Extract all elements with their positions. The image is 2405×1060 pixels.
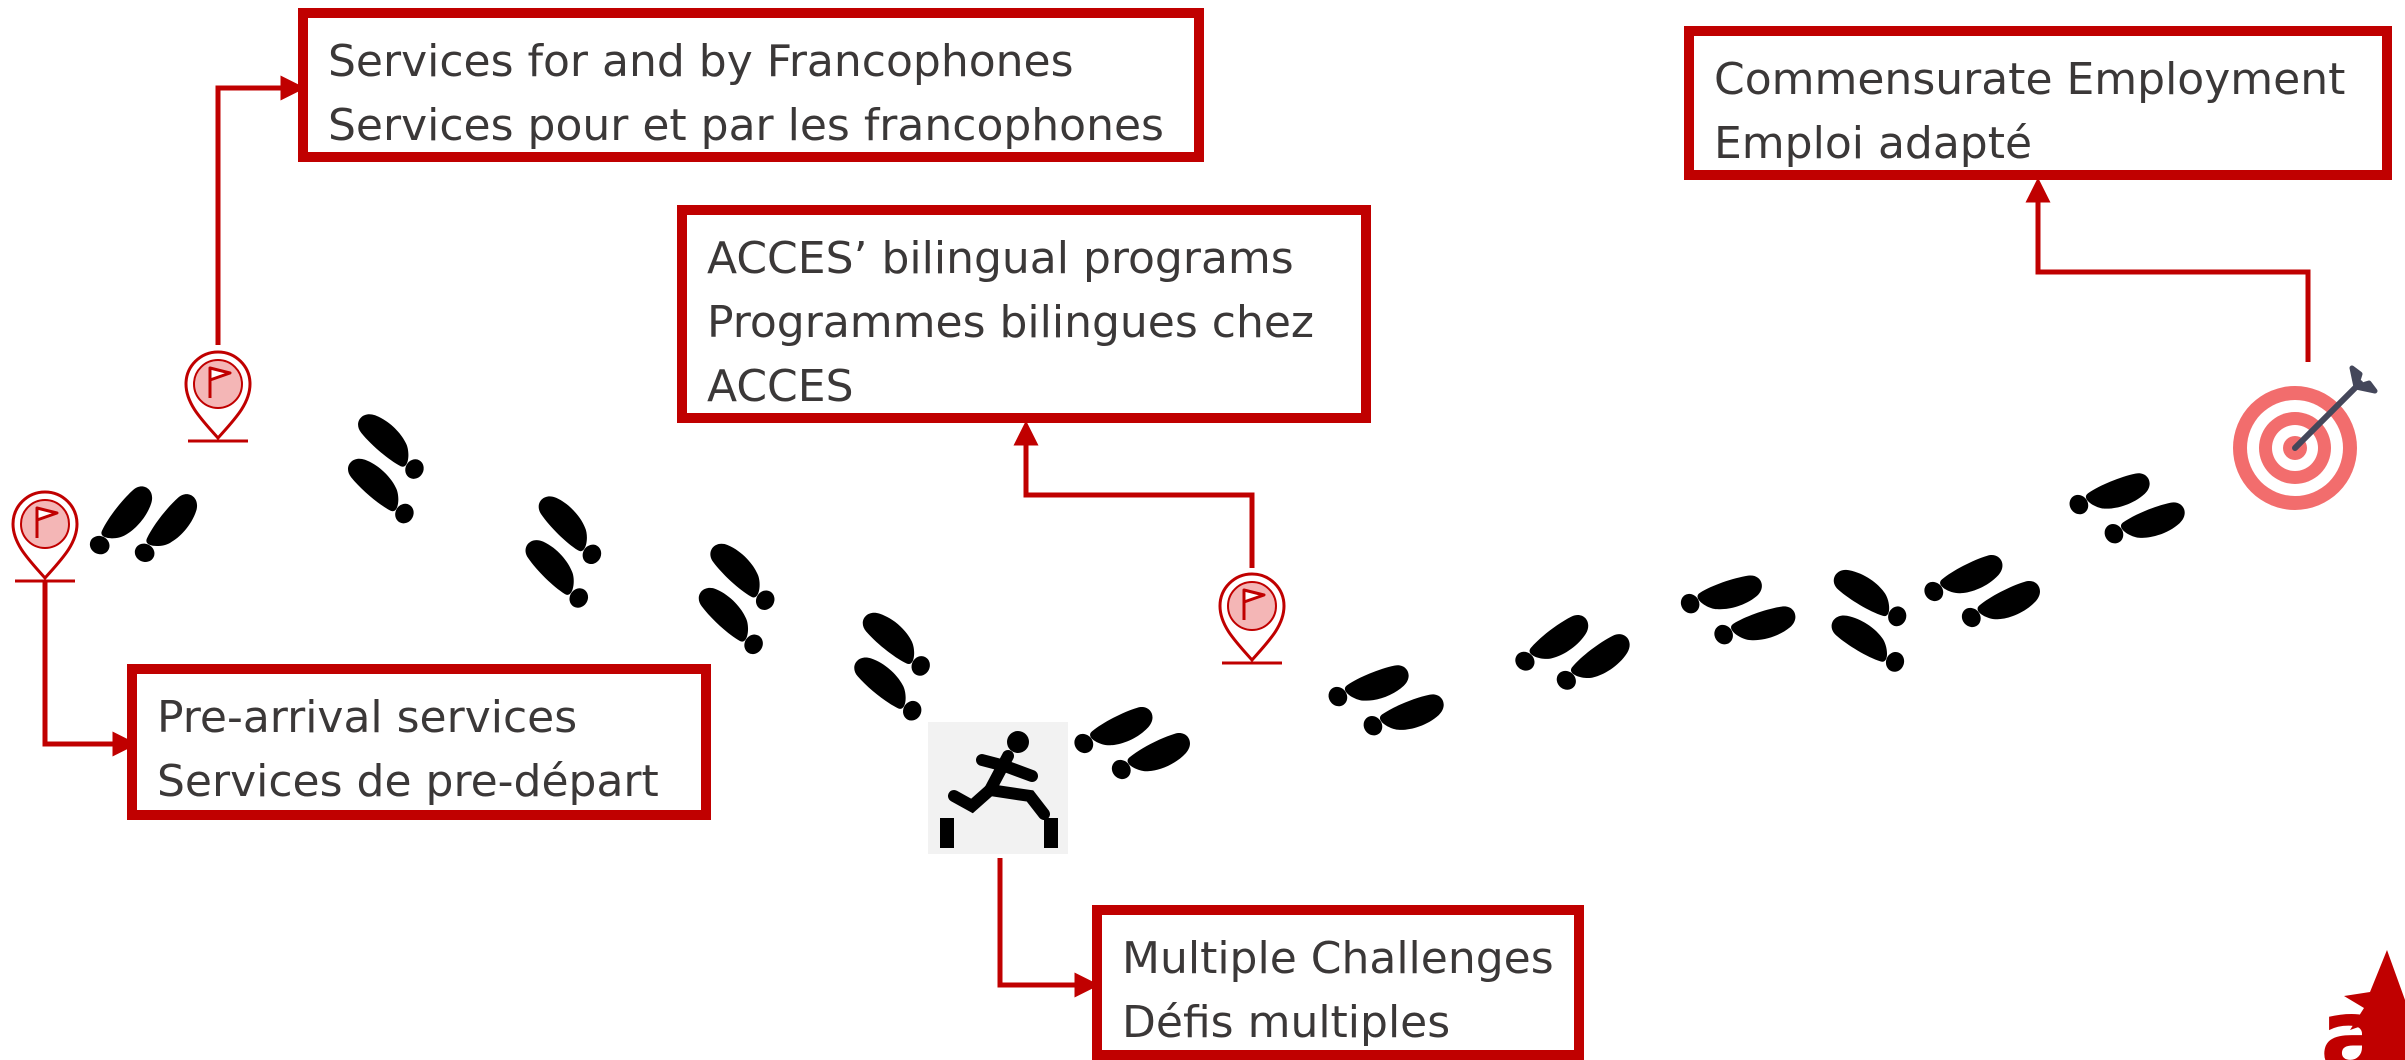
hurdle-jumper-icon bbox=[928, 722, 1068, 854]
flag-pin-icon bbox=[11, 490, 79, 583]
box-line: Commensurate Employment bbox=[1714, 54, 2346, 105]
flag-pin-icon bbox=[184, 350, 252, 443]
arrow-to-services-francophones bbox=[215, 75, 306, 345]
multiple-challenges-box: Multiple Challenges Défis multiples bbox=[1092, 905, 1584, 1060]
arrow-to-multiple-challenges bbox=[997, 858, 1100, 998]
box-line: ACCES’ bilingual programs bbox=[707, 233, 1294, 284]
box-line: Services de pre-départ bbox=[157, 756, 659, 807]
flag-pin-icon bbox=[1218, 572, 1286, 665]
target-icon bbox=[2233, 365, 2378, 510]
arrow-to-acces-programs bbox=[1013, 420, 1255, 568]
commensurate-employment-box: Commensurate Employment Emploi adapté bbox=[1684, 26, 2392, 180]
logo: a bbox=[2320, 950, 2405, 1060]
box-line: Multiple Challenges bbox=[1122, 933, 1554, 984]
box-line: Emploi adapté bbox=[1714, 118, 2033, 169]
acces-programs-box: ACCES’ bilingual programs Programmes bil… bbox=[677, 205, 1371, 423]
box-line: Programmes bilingues chez bbox=[707, 297, 1315, 348]
logo-letter: a bbox=[2320, 977, 2387, 1060]
services-francophones-box: Services for and by Francophones Service… bbox=[298, 8, 1204, 162]
arrow-to-pre-arrival bbox=[42, 582, 138, 757]
box-line: Défis multiples bbox=[1122, 997, 1451, 1048]
pre-arrival-box: Pre-arrival services Services de pre-dép… bbox=[127, 664, 711, 820]
box-line: Pre-arrival services bbox=[157, 692, 578, 743]
box-line: Services pour et par les francophones bbox=[328, 100, 1164, 151]
arrow-to-commensurate-employment bbox=[2025, 177, 2311, 362]
box-line: Services for and by Francophones bbox=[328, 36, 1074, 87]
box-line: ACCES bbox=[707, 361, 854, 412]
connector-arrows bbox=[42, 75, 2311, 998]
